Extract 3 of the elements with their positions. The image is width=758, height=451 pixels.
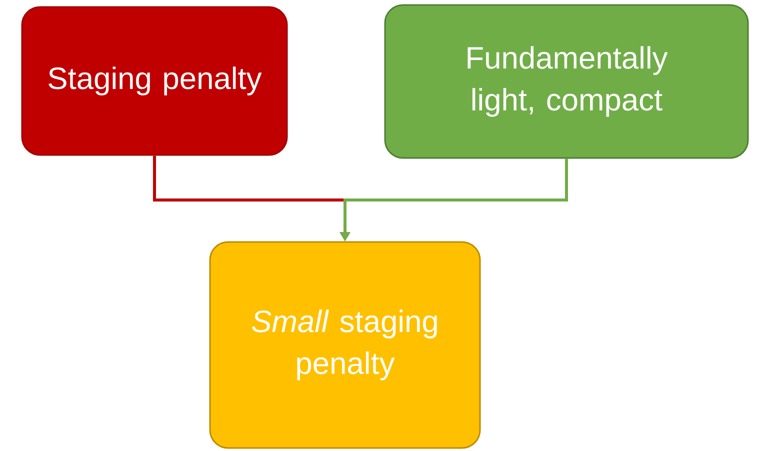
process-box: Staging penalty — [21, 6, 288, 156]
process-box: Fundamentally light, compact — [384, 4, 749, 159]
process-box: Small staging penalty — [209, 241, 481, 449]
